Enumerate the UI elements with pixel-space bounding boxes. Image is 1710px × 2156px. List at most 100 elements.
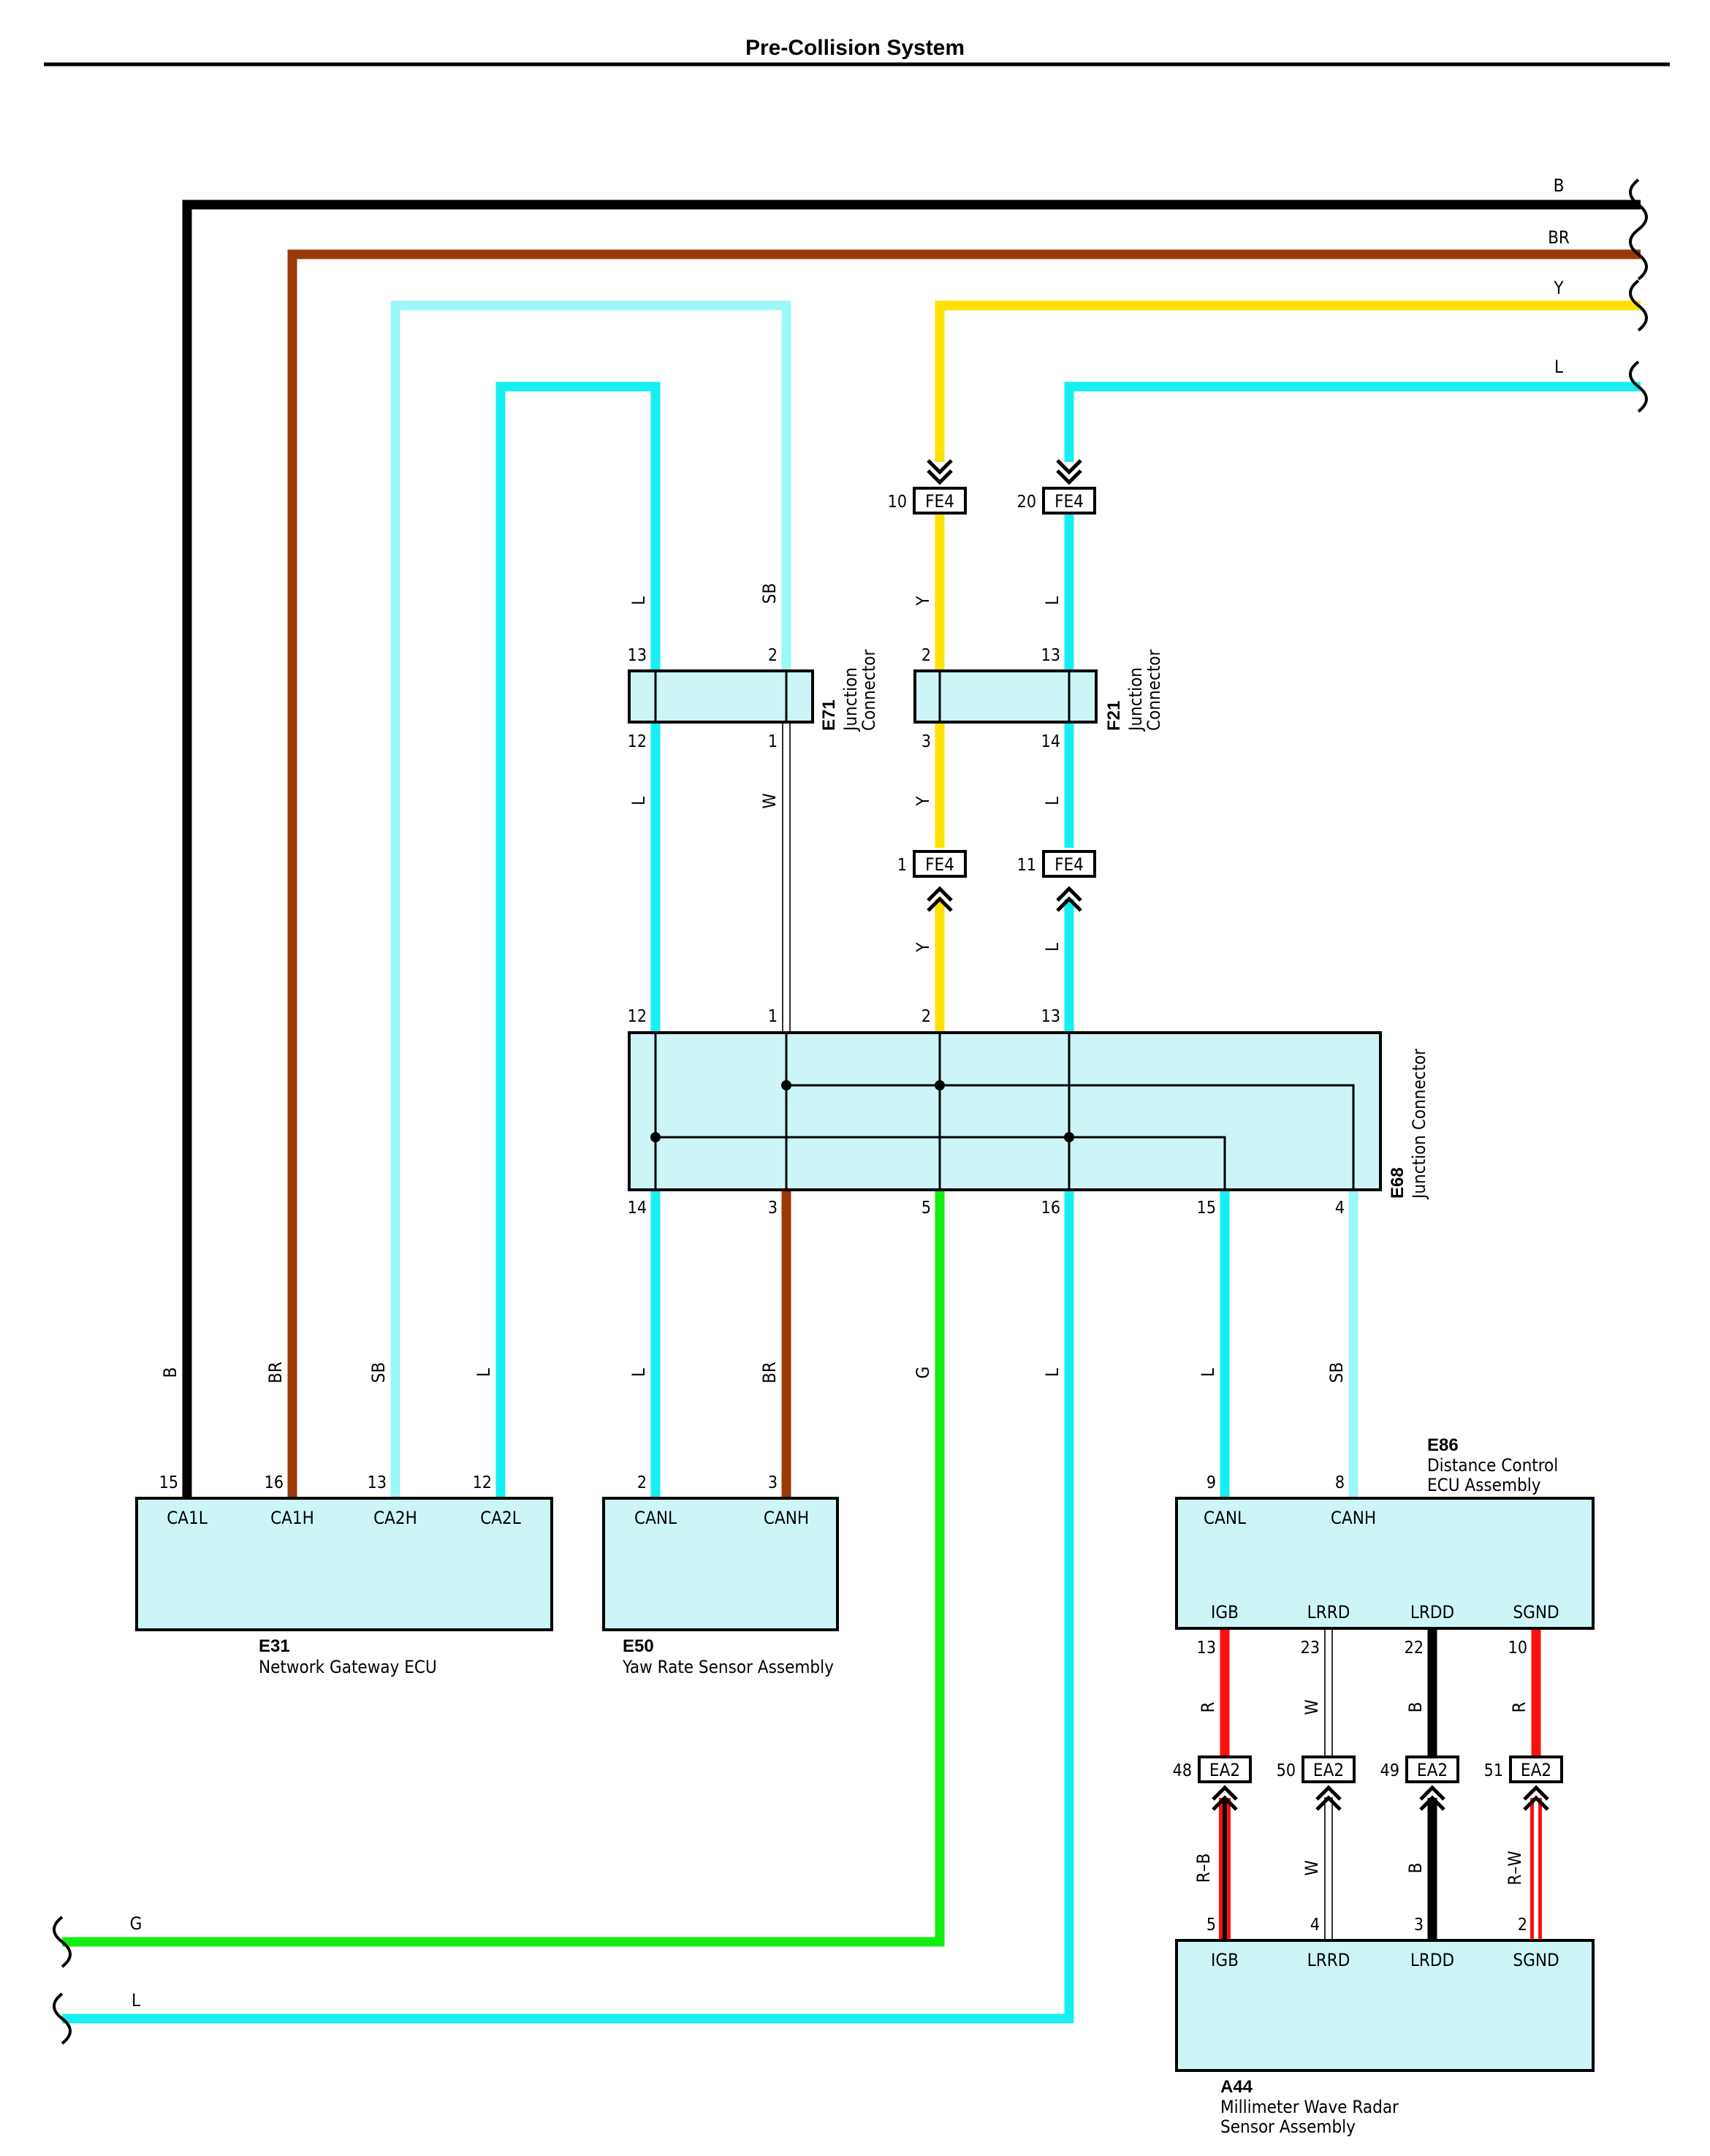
a44-terminal-2: LRRD [1307,1950,1350,1970]
e86-terminal-top-1: CANL [1204,1508,1246,1528]
e86-pin-bottom-1: 13 [1197,1639,1216,1658]
a44-pin-1: 5 [1206,1916,1216,1935]
wire-w-lrrd-top [1324,1628,1333,1758]
wire-label: L [1042,943,1063,952]
fe4-code: FE4 [1054,491,1084,512]
f21-name-line2: Connector [1144,650,1164,731]
wire-g-e68-bottom [62,1190,945,1947]
fe4-connector-10: FE4 10 [888,487,967,515]
e71-name-line2: Connector [859,650,879,731]
f21-pin-top-1: 2 [922,646,931,665]
e86-distance-control-ecu: CANL CANH IGB LRRD LRDD SGND 9 8 13 23 2… [1175,1435,1595,1658]
wire-label: L [1042,596,1063,605]
fe4-pin: 11 [1017,856,1036,875]
ea2-chevrons [1212,1785,1549,1811]
e50-pin-2: 3 [768,1473,778,1492]
wire-w-lrrd-bot [1324,1797,1333,1941]
wire-rb-igb-bot-stripe [1223,1798,1227,1940]
wire-sb-e31-e71 [390,300,791,1498]
e86-code: E86 [1427,1435,1459,1455]
e71-junction-connector: 13 2 12 1 E71 Junction Connector [628,646,879,751]
wire-group [62,200,1641,2024]
wire-label: B [160,1367,180,1378]
wire-color-labels: L SB L W Y L Y L Y L B BR SB L L BR G L … [160,583,1530,1886]
wire-label: BR [265,1362,286,1383]
e68-pin-bottom-2: 3 [768,1199,778,1218]
a44-terminal-4: SGND [1513,1950,1559,1970]
e68-pin-bottom-4: 16 [1041,1199,1060,1218]
wire-label: Y [913,796,933,807]
e86-terminal-bottom-4: SGND [1513,1602,1559,1622]
e68-pin-bottom-1: 14 [628,1199,647,1218]
e71-name-line1: Junction [840,667,861,732]
wire-label: L [628,1368,649,1377]
a44-name-line1: Millimeter Wave Radar [1220,2097,1399,2117]
e31-pin-4: 12 [473,1473,492,1492]
a44-name-line2: Sensor Assembly [1220,2117,1356,2137]
f21-pin-top-2: 13 [1041,646,1060,665]
fe4-code: FE4 [925,491,954,512]
fe4-connector-1: FE4 1 [897,850,967,878]
e68-pin-top-1: 12 [628,1007,647,1026]
top-wire-label-br: BR [1548,227,1570,248]
fe4-pin: 10 [888,493,907,512]
e50-terminal-2: CANH [764,1508,809,1528]
wire-label: Y [913,942,933,953]
e31-name: Network Gateway ECU [259,1657,437,1677]
fe4-pin: 20 [1017,493,1036,512]
e86-terminal-bottom-1: IGB [1211,1602,1239,1622]
e71-pin-top-2: 2 [768,646,778,665]
wire-label: L [1042,1368,1063,1377]
e68-pin-top-2: 1 [768,1007,778,1026]
fe4-connector-11: FE4 11 [1017,850,1096,878]
e68-junction-connector: 12 1 2 13 14 3 5 16 15 4 E68 Junction Co… [628,1007,1429,1218]
striped-wires [1219,1798,1542,1940]
ea2-code: EA2 [1521,1760,1551,1780]
wire-label: SB [368,1362,389,1383]
wire-l-e31-e71 [495,382,661,1498]
wire-label: W [1302,1860,1322,1875]
wire-label: SB [759,583,780,604]
f21-pin-bottom-1: 3 [922,732,931,751]
e86-pin-bottom-4: 10 [1508,1639,1527,1658]
a44-terminal-3: LRDD [1410,1950,1454,1970]
e31-network-gateway-ecu: CA1L CA1H CA2H CA2L 15 16 13 12 E31 Netw… [135,1473,553,1677]
e86-pin-top-2: 8 [1335,1473,1345,1492]
e31-terminal-3: CA2H [373,1508,417,1528]
a44-pin-4: 2 [1518,1916,1527,1935]
wire-label: BR [759,1362,780,1383]
e71-pin-top-1: 13 [628,646,647,665]
e31-pin-3: 13 [368,1473,387,1492]
e71-pin-bottom-2: 1 [768,732,778,751]
a44-pin-2: 4 [1310,1916,1320,1935]
bottom-wire-label-l: L [132,1990,140,2011]
wire-label: G [913,1367,933,1379]
fe4-chevrons-top [927,459,1082,485]
break-marks-right [1629,178,1648,413]
e86-name-line1: Distance Control [1427,1455,1558,1476]
page-title: Pre-Collision System [745,36,965,60]
e86-pin-bottom-3: 22 [1405,1639,1424,1658]
e31-terminal-1: CA1L [167,1508,208,1528]
ea2-pin: 50 [1277,1761,1296,1780]
wire-label: R–B [1193,1853,1214,1883]
ea2-connector-51: EA2 51 [1484,1755,1563,1783]
e68-pin-bottom-3: 5 [922,1199,931,1218]
ea2-pin: 48 [1173,1761,1192,1780]
wire-label: L [1042,797,1063,805]
bottom-wire-label-g: G [130,1913,142,1934]
e68-code: E68 [1388,1167,1407,1199]
e50-code: E50 [623,1636,654,1656]
e50-pin-1: 2 [637,1473,647,1492]
wire-label: L [474,1368,494,1377]
f21-junction-connector: 2 13 3 14 F21 Junction Connector [913,646,1164,751]
top-wire-label-y: Y [1553,278,1564,298]
wire-label: Y [913,596,933,607]
fe4-chevrons-bottom [927,886,1082,912]
wire-label: W [759,793,780,808]
wire-label: L [1198,1368,1218,1377]
a44-pin-3: 3 [1414,1916,1424,1935]
wire-label: B [1405,1702,1426,1713]
wire-l-top [1064,382,1641,462]
